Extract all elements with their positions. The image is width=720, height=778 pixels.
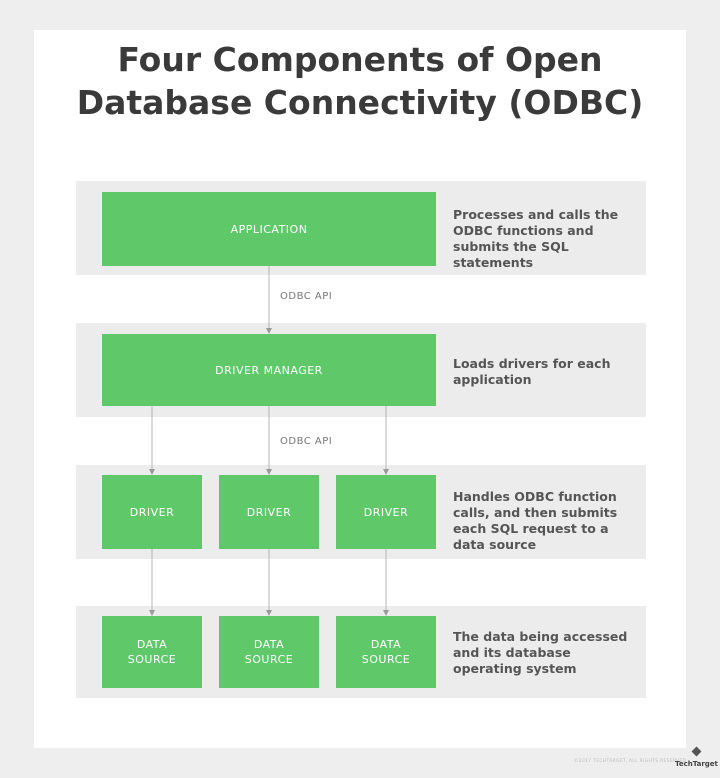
odbc-api-label-2: ODBC API <box>280 436 333 447</box>
data-source-box-2: DATA SOURCE <box>219 616 319 688</box>
driver-manager-description: Loads drivers for each application <box>453 356 611 387</box>
driver-manager-box-label: DRIVER MANAGER <box>215 363 323 377</box>
title-line-1: Four Components of Open <box>117 40 603 79</box>
data-source-box-label: DATA SOURCE <box>361 638 411 666</box>
driver-box-label: DRIVER <box>246 505 292 519</box>
driver-description: Handles ODBC function calls, and then su… <box>453 489 618 552</box>
application-box-label: APPLICATION <box>230 222 308 236</box>
driver-box-2: DRIVER <box>219 475 319 549</box>
driver-box-3: DRIVER <box>336 475 436 549</box>
odbc-api-label-1: ODBC API <box>280 291 333 302</box>
data-source-box-label: DATA SOURCE <box>127 638 177 666</box>
data-source-box-label: DATA SOURCE <box>244 638 294 666</box>
copyright-text: ©2017 TECHTARGET. ALL RIGHTS RESERVED <box>574 759 687 764</box>
driver-box-1: DRIVER <box>102 475 202 549</box>
driver-box-label: DRIVER <box>129 505 175 519</box>
data-source-description: The data being accessed and its database… <box>453 629 628 676</box>
driver-manager-box: DRIVER MANAGER <box>102 334 436 406</box>
application-description: Processes and calls the ODBC functions a… <box>453 207 619 270</box>
driver-box-label: DRIVER <box>363 505 409 519</box>
brand-logo-icon <box>691 746 702 757</box>
data-source-box-1: DATA SOURCE <box>102 616 202 688</box>
diagram-title: Four Components of Open Database Connect… <box>0 38 720 124</box>
title-line-2: Database Connectivity (ODBC) <box>76 83 644 122</box>
brand-logo: TechTarget <box>675 760 718 768</box>
application-box: APPLICATION <box>102 192 436 266</box>
data-source-box-3: DATA SOURCE <box>336 616 436 688</box>
